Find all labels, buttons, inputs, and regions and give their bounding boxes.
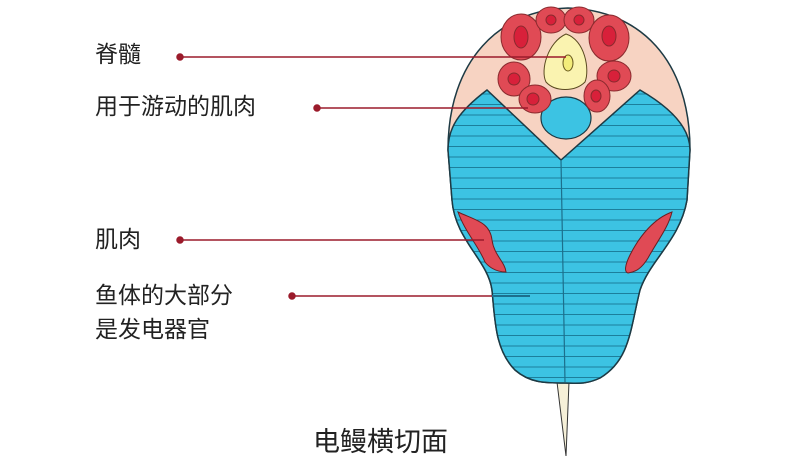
spinal-canal — [562, 54, 574, 72]
left-muscle — [457, 211, 507, 273]
swimming-muscles — [497, 6, 632, 114]
label-organ-line1: 鱼体的大部分 — [95, 283, 233, 309]
right-muscle — [625, 211, 673, 274]
label-swimming-muscle: 用于游动的肌肉 — [95, 94, 256, 120]
diagram-title: 电鳗横切面 — [313, 427, 448, 458]
label-muscle: 肌肉 — [95, 227, 141, 253]
electric-organ — [447, 89, 691, 385]
label-organ-line2: 是发电器官 — [95, 317, 210, 343]
tail-fin — [556, 381, 570, 457]
label-spinal-cord: 脊髓 — [95, 42, 141, 68]
midline — [560, 159, 566, 383]
leader-lines — [176, 53, 566, 300]
blue-circle — [540, 96, 592, 140]
